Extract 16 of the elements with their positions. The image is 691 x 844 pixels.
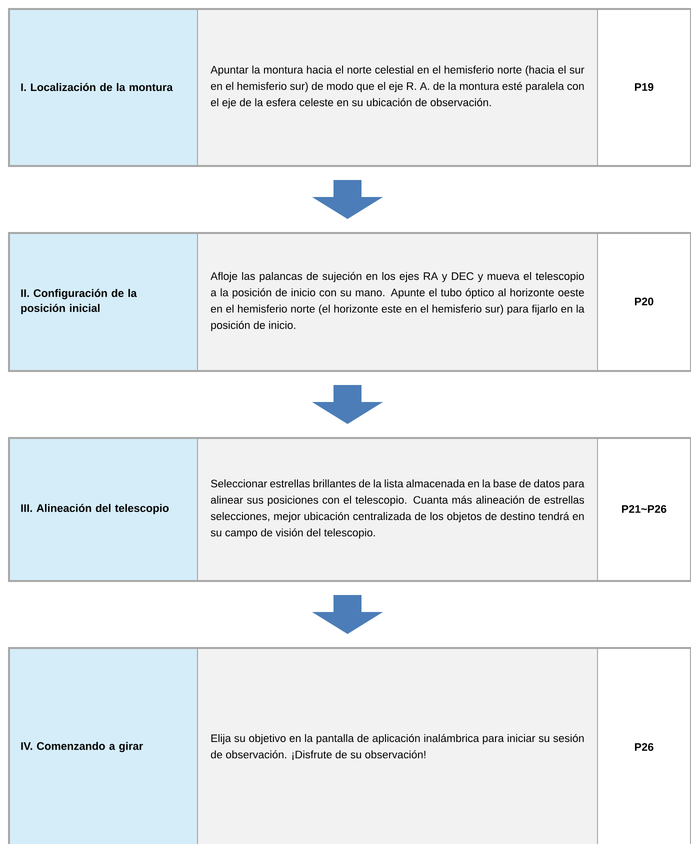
step-title-cell: IV. Comenzando a girar xyxy=(8,647,198,844)
step-row-frame xyxy=(8,232,691,372)
description-cell: Seleccionar estrellas brillantes de la lista almacenada en la base de datos para alinear sus posiciones con el telescopio. Cuanta más alineación de estrellas selecciones, mejor ubicación centralizada de los objetos de destino tendrá en su campo de visión del telescopio. xyxy=(197,437,598,581)
step-title-cell: I. Localización de la montura xyxy=(8,8,198,166)
description-cell: Elija su objetivo en la pantalla de aplicación inalámbrica para iniciar su sesión de observación. ¡Disfrute de su observación! xyxy=(197,647,598,844)
page-reference-cell: P19 xyxy=(597,8,691,166)
step-title-cell: III. Alineación del telescopio xyxy=(8,437,198,581)
page-reference-cell: P20 xyxy=(597,232,691,371)
step-title-cell: II. Configuración de la posición inicial xyxy=(8,232,198,371)
page-reference-cell: P26 xyxy=(597,647,691,844)
step-row-frame xyxy=(8,437,691,582)
description-cell: Apuntar la montura hacia el norte celestial en el hemisferio norte (hacia el sur en el hemisferio sur) de modo que el eje R. A. de la montura esté paralela con el eje de la esfera celeste en su ubicación de observación. xyxy=(197,8,598,166)
description-cell: Afloje las palancas de sujeción en los ejes RA y DEC y mueva el telescopio a la posición de inicio con su mano. Apunte el tubo óptico al horizonte oeste en el hemisferio norte (el horizonte este en el hemisferio sur) para fijarlo en la posición de inicio. xyxy=(197,232,598,371)
step-row-frame xyxy=(8,647,691,844)
page-reference-cell: P21~P26 xyxy=(597,437,691,581)
step-row-frame xyxy=(8,8,691,167)
